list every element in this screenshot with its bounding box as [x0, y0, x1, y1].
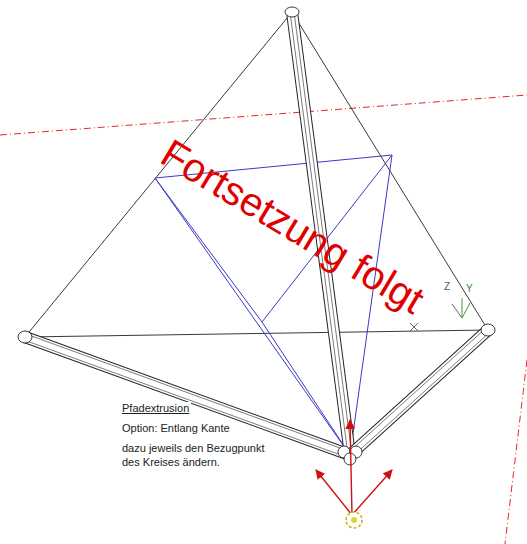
note-heading: Pfadextrusion [120, 402, 191, 416]
note-text: dazu jeweils den Bezugpunkt des Kreises … [120, 442, 286, 470]
axis-label: Z [444, 281, 450, 294]
watermark: Fortsetzung folgt [152, 128, 433, 324]
axis-label: Y [466, 283, 473, 296]
grip-point [346, 512, 362, 528]
construction-line [0, 95, 527, 544]
note-text: Option: Entlang Kante [120, 422, 232, 436]
direction-arrow [316, 420, 392, 515]
extruded-cylinder [24, 12, 490, 458]
profile-circle [18, 7, 495, 465]
wire-edge [25, 12, 488, 455]
